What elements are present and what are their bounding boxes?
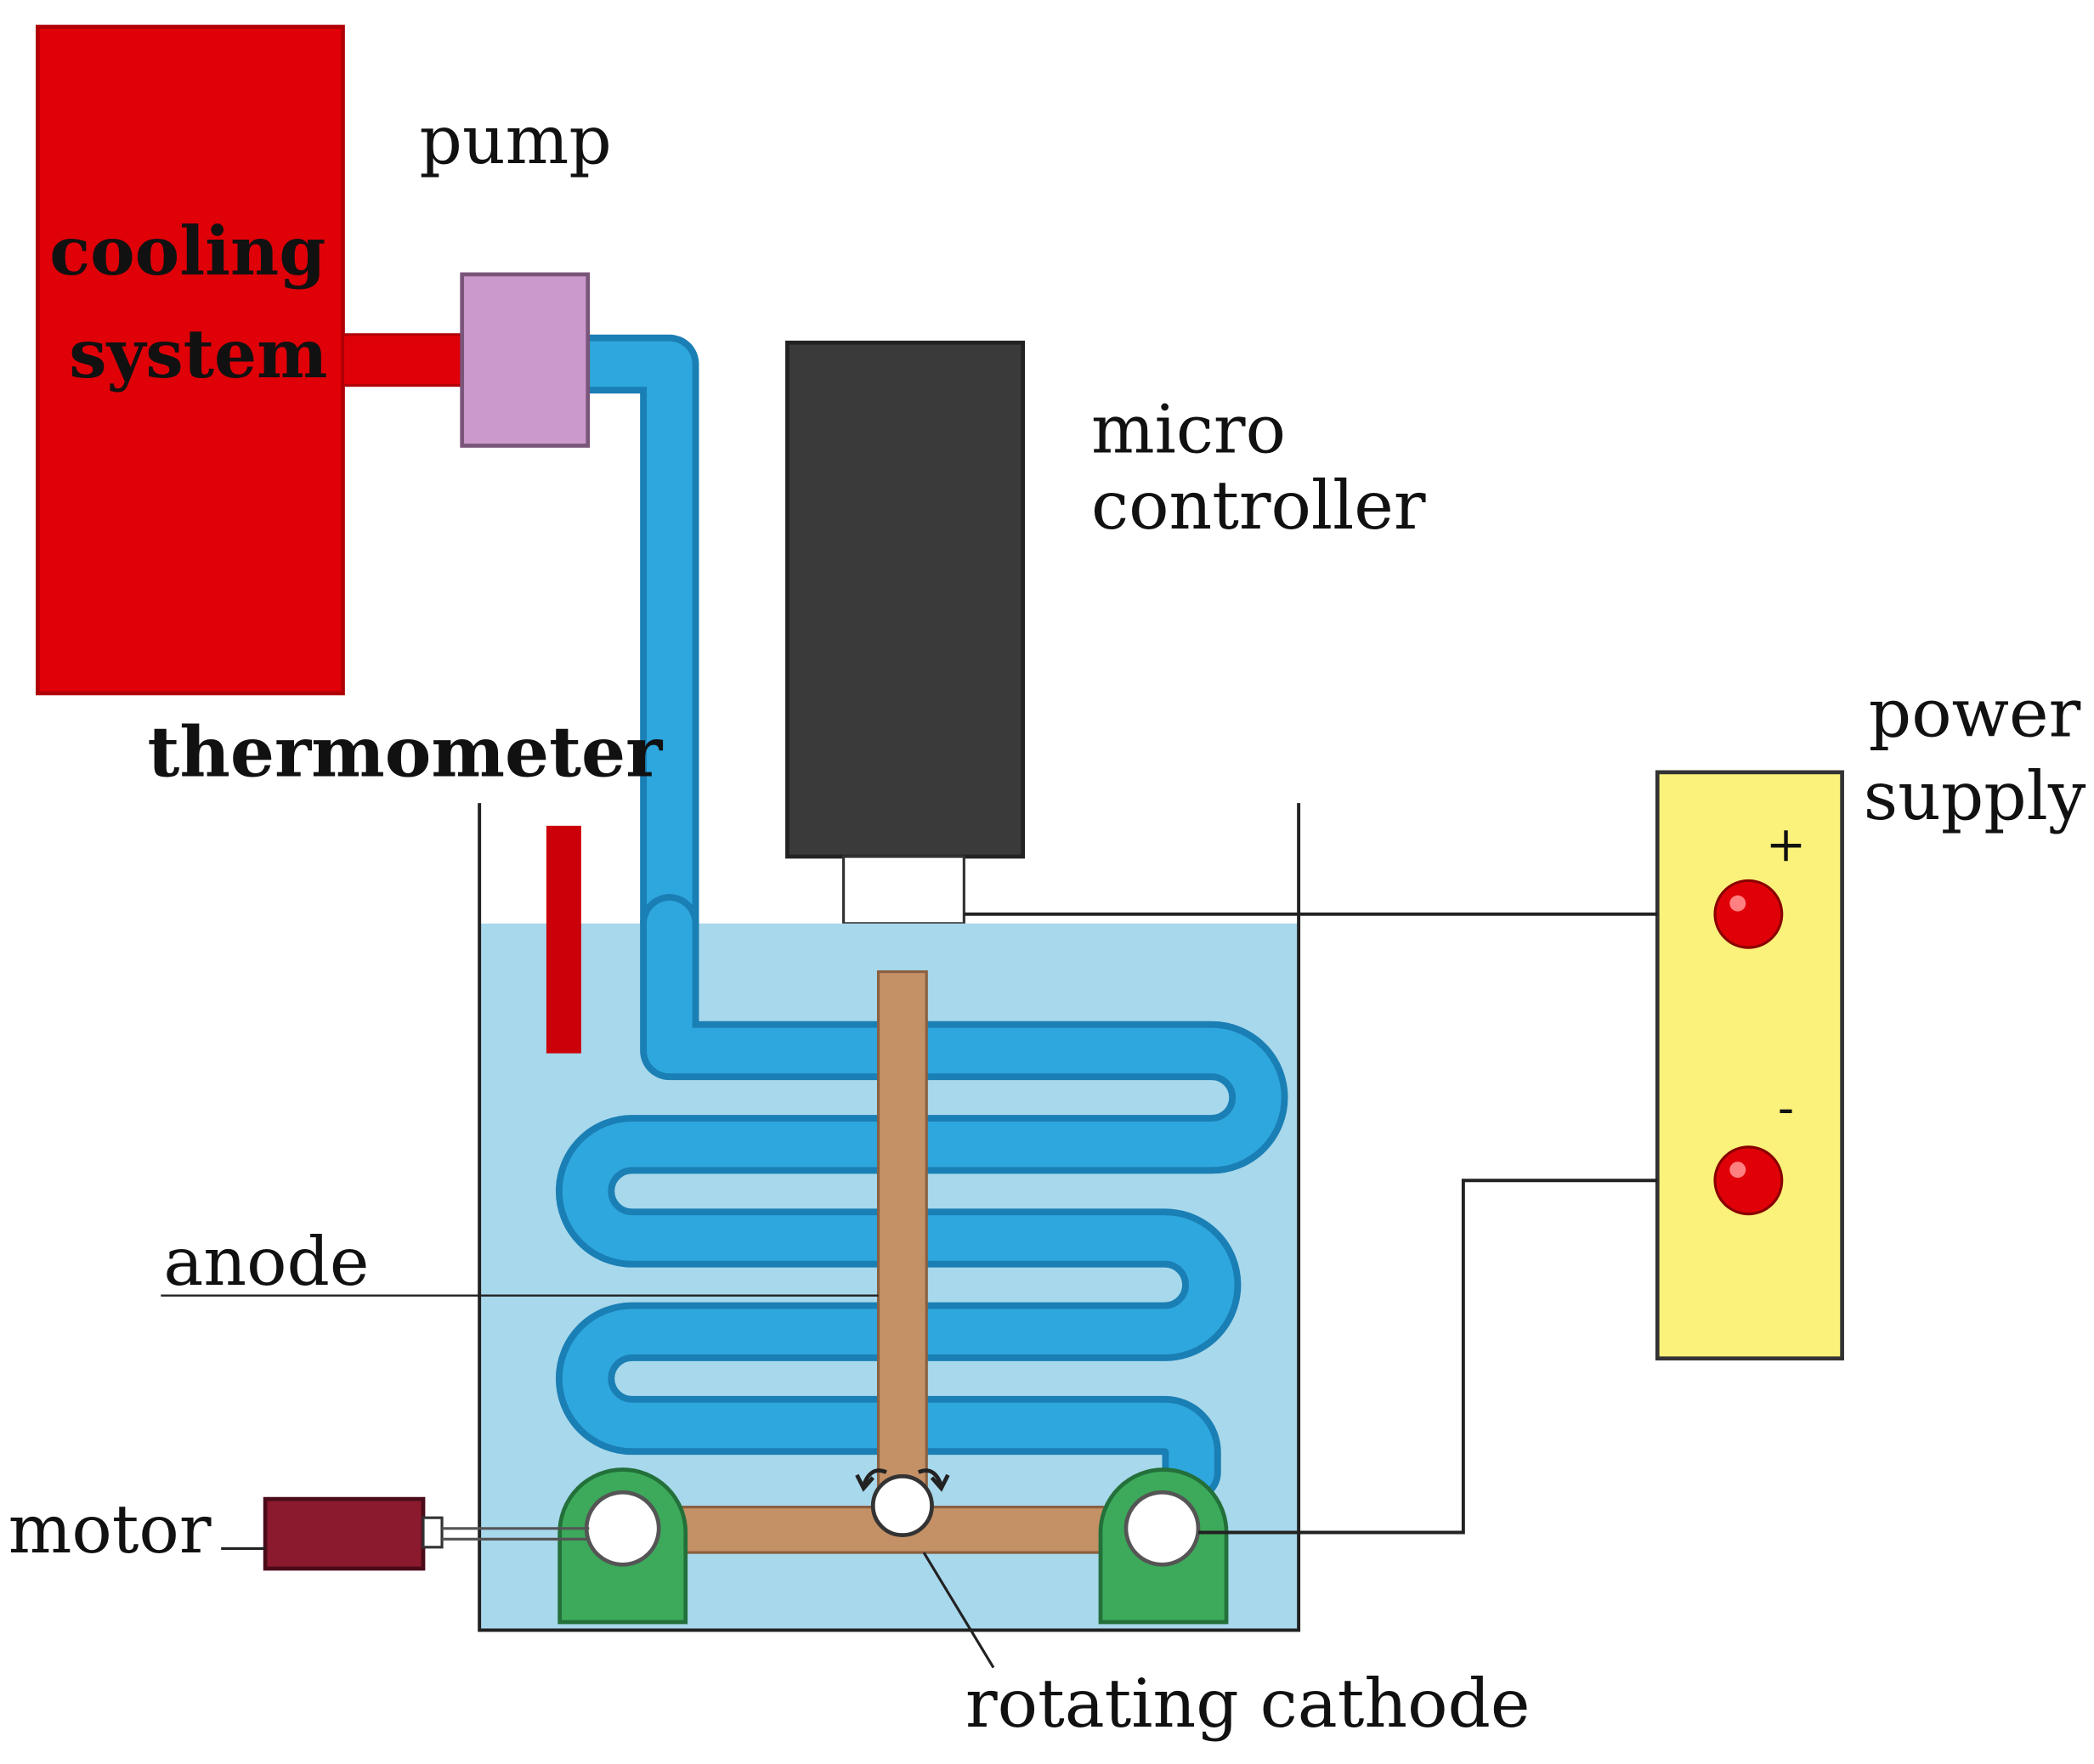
rotating-cathode-leader-line xyxy=(922,1552,995,1669)
power-supply-label-line1: power xyxy=(1869,674,2081,752)
coolant-tube-submerged xyxy=(555,894,1288,1502)
cooling-pump-connector xyxy=(341,333,467,387)
positive-terminal-icon xyxy=(1713,879,1784,949)
cooling-system-label-line1: cooling xyxy=(49,212,325,291)
power-supply-label-line2: supply xyxy=(1864,757,2086,835)
negative-wire xyxy=(1197,1179,1658,1535)
positive-sign: + xyxy=(1766,817,1807,873)
motor: motor xyxy=(8,1490,590,1571)
microcontroller-label-line2: controller xyxy=(1091,466,1426,545)
negative-sign: - xyxy=(1778,1080,1794,1136)
thermometer xyxy=(546,825,581,1054)
cathode-shaft xyxy=(876,970,928,1509)
wires xyxy=(964,912,1658,1535)
power-supply: + - power supply xyxy=(1655,674,2086,1361)
cooling-system: cooling system xyxy=(36,25,345,696)
microcontroller-label-line1: micro xyxy=(1091,390,1286,468)
pump-label: pump xyxy=(420,101,612,179)
pump: pump xyxy=(420,101,612,448)
microcontroller: micro controller xyxy=(785,340,1426,974)
rotation-arrow-icon xyxy=(855,1468,950,1492)
thermometer-label: thermometer xyxy=(148,712,664,794)
rotating-cathode-label: rotating cathode xyxy=(965,1665,1531,1743)
motor-label: motor xyxy=(8,1490,212,1569)
anode-label: anode xyxy=(163,1223,369,1301)
pivot-joint xyxy=(870,1473,934,1538)
cooling-system-label-line2: system xyxy=(69,314,327,393)
negative-terminal-icon xyxy=(1713,1145,1784,1216)
right-bearing xyxy=(1098,1467,1229,1625)
left-bearing xyxy=(557,1467,688,1625)
